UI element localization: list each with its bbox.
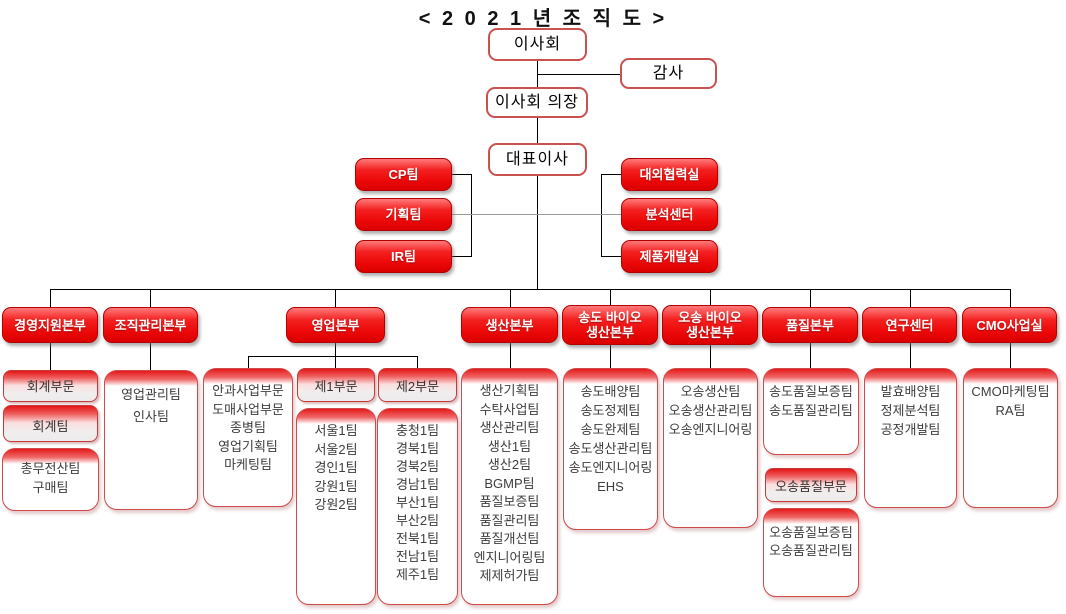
- connector-line: [537, 118, 538, 144]
- osong-bio-teams: 오송생산팀 오송생산관리팀 오송엔지니어링: [663, 368, 758, 528]
- connector-line: [710, 289, 711, 306]
- connector-line: [510, 289, 511, 308]
- dept-songdo-bio-production: 송도 바이오 생산본부: [562, 305, 658, 345]
- cmo-business-teams: CMO마케팅팀 RA팀: [963, 368, 1058, 508]
- osong-quality-division: 오송품질부문: [765, 468, 857, 502]
- connector-line: [150, 289, 151, 308]
- connector-line: [1010, 343, 1011, 368]
- division-2-teams: 충청1팀 경북1팀 경북2팀 경남1팀 부산1팀 부산2팀 전북1팀 전남1팀 …: [377, 408, 458, 605]
- connector-line: [471, 174, 472, 257]
- connector-line: [601, 174, 602, 257]
- dept-production: 생산본부: [461, 307, 558, 343]
- cp-team: CP팀: [355, 158, 452, 191]
- connector-line: [335, 289, 336, 308]
- dept-quality: 품질본부: [762, 307, 858, 343]
- connector-line: [248, 356, 249, 368]
- songdo-quality-teams: 송도품질보증팀 송도품질관리팀: [763, 368, 859, 455]
- connector-line: [910, 343, 911, 368]
- connector-line: [50, 289, 51, 308]
- connector-line: [50, 289, 1010, 290]
- dept-management-support: 경영지원본부: [2, 307, 98, 343]
- connector-line: [810, 289, 811, 308]
- connector-line: [452, 214, 621, 215]
- connector-line: [610, 345, 611, 368]
- board: 이사회: [488, 28, 587, 61]
- connector-line: [335, 343, 336, 356]
- board-chairman: 이사회 의장: [486, 87, 588, 118]
- connector-line: [1010, 289, 1011, 308]
- connector-line: [537, 74, 621, 75]
- chart-title: < 2 0 2 1 년 조 직 도 >: [418, 8, 668, 30]
- connector-line: [417, 356, 418, 368]
- production-teams: 생산기획팀 수탁사업팀 생산관리팀 생산1팀 생산2팀 BGMP팀 품질보증팀 …: [461, 368, 558, 605]
- connector-line: [452, 174, 471, 175]
- connector-line: [452, 256, 471, 257]
- connector-line: [50, 343, 51, 370]
- planning-team: 기획팀: [355, 198, 452, 231]
- analysis-center: 분석센터: [621, 198, 718, 231]
- dept-cmo-business: CMO사업실: [962, 307, 1057, 343]
- connector-line: [601, 174, 621, 175]
- connector-line: [710, 345, 711, 368]
- research-center-teams: 발효배양팀 정제분석팀 공정개발팀: [864, 368, 957, 508]
- dept-org-management: 조직관리본부: [103, 307, 198, 343]
- connector-line: [510, 343, 511, 368]
- org-management-teams: 영업관리팀 인사팀: [104, 370, 198, 510]
- auditor: 감사: [620, 58, 717, 89]
- dept-sales: 영업본부: [286, 307, 385, 343]
- division-1: 제1부문: [297, 368, 375, 402]
- division-1-teams: 서울1팀 서울2팀 경인1팀 강원1팀 강원2팀: [296, 408, 376, 605]
- songdo-bio-teams: 송도배양팀 송도정제팀 송도완제팀 송도생산관리팀 송도엔지니어링 EHS: [563, 368, 658, 530]
- connector-line: [335, 356, 336, 368]
- division-2: 제2부문: [378, 368, 457, 402]
- ga-procurement-teams: 총무전산팀 구매팀: [2, 448, 99, 511]
- ceo: 대표이사: [488, 143, 587, 176]
- connector-line: [537, 176, 538, 290]
- connector-line: [150, 343, 151, 370]
- accounting-team: 회계팀: [3, 405, 98, 442]
- sales-division-teams: 안과사업부문 도매사업부문 종병팀 영업기획팀 마케팅팀: [203, 368, 293, 507]
- product-development-office: 제품개발실: [621, 240, 718, 273]
- connector-line: [810, 343, 811, 368]
- connector-line: [610, 289, 611, 306]
- ir-team: IR팀: [355, 240, 452, 273]
- dept-research-center: 연구센터: [862, 307, 957, 343]
- connector-line: [601, 256, 621, 257]
- connector-line: [248, 356, 417, 357]
- osong-quality-teams: 오송품질보증팀 오송품질관리팀: [763, 508, 859, 597]
- connector-line: [910, 289, 911, 308]
- dept-osong-bio-production: 오송 바이오 생산본부: [662, 305, 758, 345]
- accounting-division: 회계부문: [3, 370, 98, 402]
- external-cooperation-office: 대외협력실: [621, 158, 718, 191]
